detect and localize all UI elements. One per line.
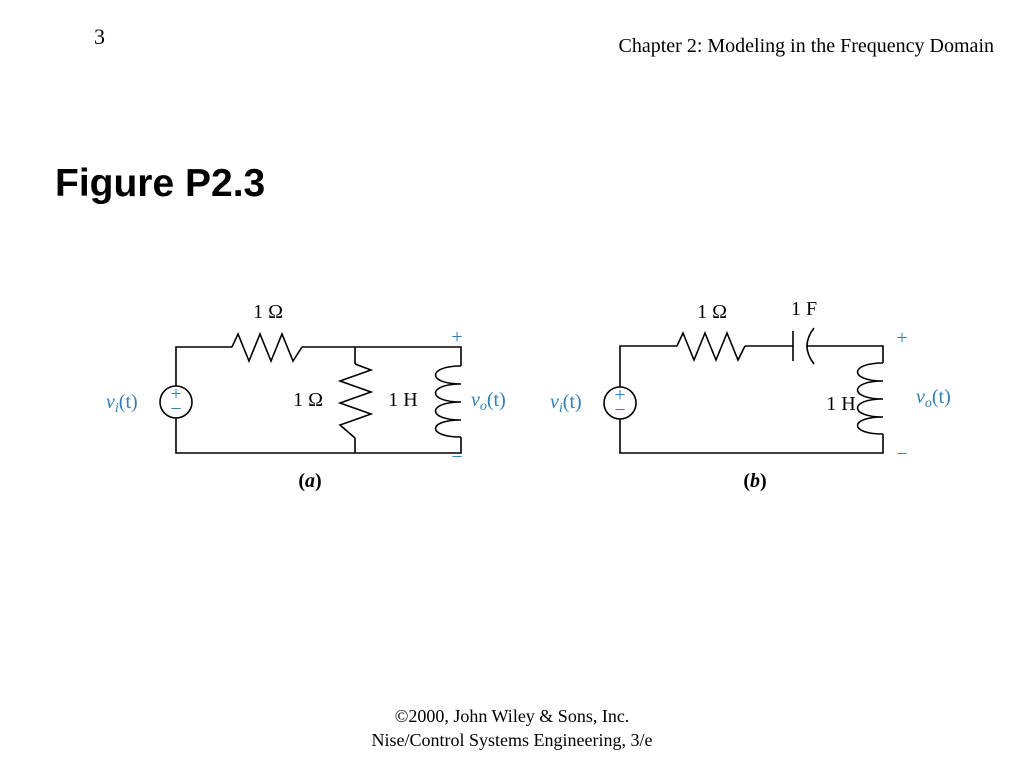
page-number: 3 xyxy=(94,24,105,49)
circuit-b-output-plus: + xyxy=(896,327,907,349)
circuit-a-wires xyxy=(175,346,462,454)
circuit-b-capacitor-curve xyxy=(806,327,815,365)
circuit-b-output-minus: − xyxy=(896,443,907,465)
circuit-a-output-voltage-label: vo(t) xyxy=(471,389,506,414)
circuit-b-inductor-label: 1 H xyxy=(826,393,855,415)
circuit-b-source-minus: − xyxy=(614,399,625,421)
circuit-a-shunt-resistor xyxy=(337,363,374,439)
footer: ©2000, John Wiley & Sons, Inc. Nise/Cont… xyxy=(0,704,1024,752)
footer-copyright: ©2000, John Wiley & Sons, Inc. xyxy=(394,706,630,726)
circuit-a-inductor xyxy=(434,365,462,438)
circuit-b-capacitor-label: 1 F xyxy=(791,298,817,320)
figure-title: Figure P2.3 xyxy=(55,162,266,205)
circuit-b-inductor xyxy=(856,362,884,435)
footer-book: Nise/Control Systems Engineering, 3/e xyxy=(371,730,653,750)
circuit-b-source-plus: + xyxy=(614,384,625,406)
chapter-header: Chapter 2: Modeling in the Frequency Dom… xyxy=(618,35,994,57)
circuit-b-output-voltage-label: vo(t) xyxy=(916,386,951,411)
circuit-a-voltage-source xyxy=(159,385,193,419)
circuit-b-input-voltage-label: vi(t) xyxy=(550,391,582,416)
circuit-b-wires xyxy=(619,345,884,454)
circuit-a-source-plus: + xyxy=(170,383,181,405)
circuit-a-output-minus: − xyxy=(451,446,462,468)
circuit-a-source-minus: − xyxy=(170,398,181,420)
circuit-a-caption: (a) xyxy=(298,470,321,492)
circuit-a-output-plus: + xyxy=(451,326,462,348)
circuit-b-resistor xyxy=(676,330,746,363)
circuit-b-caption: (b) xyxy=(743,470,766,492)
circuit-b-voltage-source xyxy=(603,386,637,420)
circuit-a-series-resistor xyxy=(231,331,303,364)
circuit-a-series-resistor-label: 1 Ω xyxy=(253,301,283,323)
circuit-a-input-voltage-label: vi(t) xyxy=(106,391,138,416)
circuit-a-inductor-label: 1 H xyxy=(388,389,417,411)
circuit-a-shunt-resistor-label: 1 Ω xyxy=(293,389,323,411)
circuit-b-resistor-label: 1 Ω xyxy=(697,301,727,323)
